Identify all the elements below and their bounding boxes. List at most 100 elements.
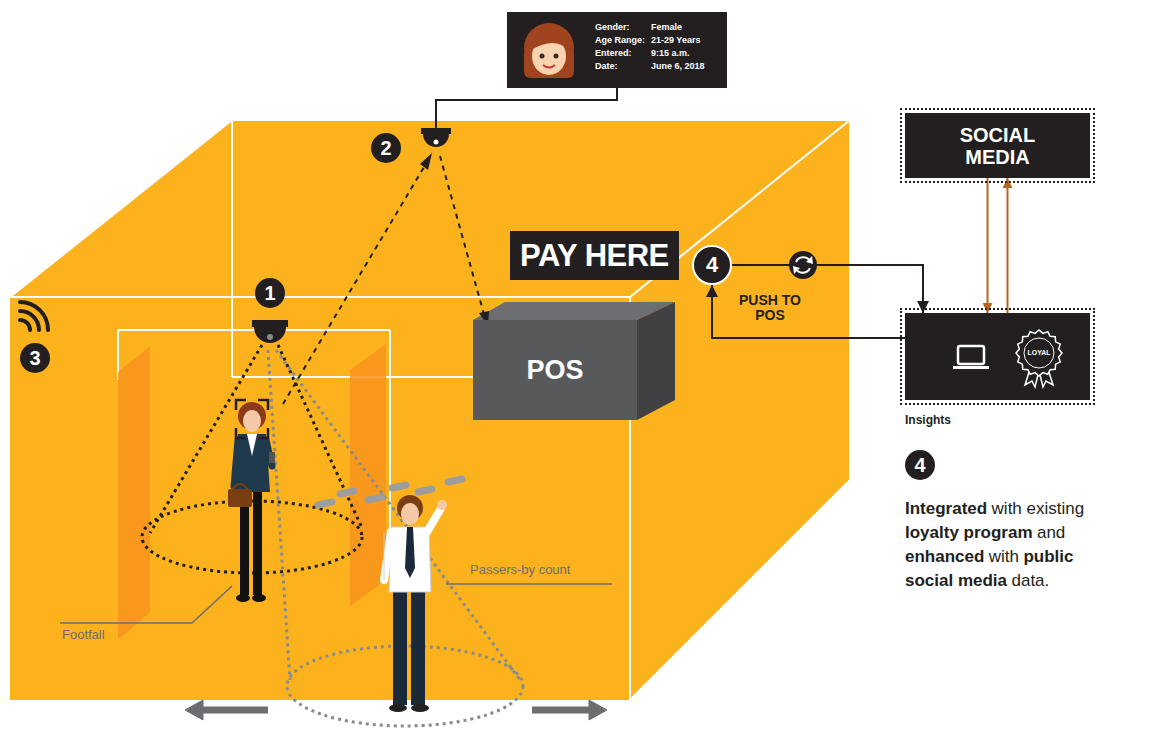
man-figure — [411, 704, 429, 712]
caption-text: enhanced — [905, 547, 984, 566]
node-label: POS — [526, 355, 583, 386]
pos-terminal: POS — [473, 320, 637, 420]
direction-arrow — [185, 700, 607, 720]
card-wire — [436, 88, 617, 128]
direction-arrow — [589, 700, 607, 720]
field-name: Date: — [595, 61, 645, 72]
arrow-head — [420, 153, 489, 326]
sync-icon — [789, 251, 817, 279]
wifi-symbol — [20, 302, 48, 330]
face-frame — [236, 428, 246, 438]
badge-icon — [1013, 325, 1065, 389]
woman-figure — [228, 402, 275, 602]
footprints — [368, 497, 382, 500]
man-figure — [405, 527, 415, 578]
direction-arrow — [185, 700, 203, 720]
store-box — [10, 120, 850, 700]
store-box — [118, 329, 390, 331]
callout-circle: 4 — [692, 245, 732, 285]
footprints — [448, 479, 462, 482]
door-panel — [118, 346, 150, 640]
avatar-icon — [554, 54, 559, 59]
caption-text: with — [989, 547, 1019, 566]
security-camera — [252, 128, 451, 343]
woman-figure — [236, 594, 250, 602]
callout-number: 1 — [255, 278, 285, 308]
store-box — [10, 120, 850, 700]
avatar-icon — [511, 12, 587, 88]
callout-number: 2 — [371, 133, 401, 163]
man-figure — [427, 510, 440, 532]
store-box — [232, 119, 850, 121]
laptop-icon — [958, 346, 984, 364]
caption-block: Integratedwith existingloyalty programan… — [905, 497, 1089, 593]
security-camera — [421, 128, 451, 134]
field-value: June 6, 2018 — [651, 61, 705, 72]
camera-cone — [150, 345, 262, 533]
wifi-symbol — [20, 311, 39, 330]
caption-text: public — [1023, 547, 1073, 566]
direction-arrow — [532, 707, 592, 714]
platform-box: SOCIAL MEDIA — [905, 113, 1090, 178]
man-figure — [437, 500, 447, 510]
store-box — [849, 120, 851, 480]
field-name: Entered: — [595, 48, 645, 59]
face-frame — [258, 428, 268, 438]
sign-box: PAY HERE — [510, 231, 679, 280]
field-value: 9:15 a.m. — [651, 48, 705, 59]
woman-figure — [253, 488, 262, 595]
camera-link — [440, 156, 485, 318]
field-name: Gender: — [595, 22, 645, 33]
man-figure — [401, 503, 419, 525]
box-heading: Insights — [905, 413, 951, 427]
camera-link — [283, 162, 427, 404]
security-camera — [254, 327, 286, 343]
store-box — [10, 120, 232, 297]
leader-line — [446, 583, 612, 585]
footprints — [418, 489, 432, 492]
camera-cone — [142, 345, 362, 573]
caption-text: Integrated — [905, 499, 987, 518]
leader-line — [60, 586, 232, 623]
caption-line: Integratedwith existing — [905, 497, 1089, 521]
store-box — [231, 120, 233, 377]
store-box — [10, 296, 630, 298]
sync-icon — [789, 251, 817, 279]
footprints — [318, 502, 332, 505]
node-label: SOCIAL MEDIA — [943, 124, 1053, 168]
caption-text: and — [1037, 523, 1065, 542]
sync-icon — [793, 266, 800, 274]
arrow-head — [420, 153, 432, 170]
door-panel — [118, 344, 386, 640]
face-frame — [258, 400, 268, 410]
man-figure — [389, 527, 431, 592]
woman-figure — [234, 440, 238, 486]
pos-body — [473, 302, 675, 420]
field-name: Age Range: — [595, 35, 645, 46]
caption-text: social media — [905, 571, 1007, 590]
woman-figure — [228, 489, 252, 507]
field-grid: Gender:FemaleAge Range:21-29 YearsEntere… — [595, 22, 705, 72]
camera-cone — [268, 350, 290, 680]
laptop-icon — [951, 343, 991, 373]
avatar-icon — [540, 54, 545, 59]
camera-cone — [278, 345, 362, 528]
caption-line: enhanced withpublic — [905, 545, 1089, 569]
man-figure — [384, 495, 447, 712]
insights-box: LOYALInsights — [905, 313, 1090, 400]
laptop-icon — [953, 366, 989, 369]
security-camera — [252, 320, 288, 327]
security-camera — [423, 134, 449, 147]
sync-icon — [806, 256, 813, 264]
man-figure — [384, 532, 391, 580]
field-value: 21-29 Years — [651, 35, 705, 46]
man-figure — [384, 532, 385, 580]
caption-line: loyalty programand — [905, 521, 1089, 545]
direction-arrow — [200, 707, 268, 714]
leader-label: Footfall — [62, 627, 105, 642]
store-box — [389, 330, 391, 560]
man-figure — [411, 590, 425, 705]
profile-card: Gender:FemaleAge Range:21-29 YearsEntere… — [507, 12, 727, 88]
sync-connector — [712, 285, 905, 338]
badge-text: LOYAL — [1013, 349, 1065, 357]
